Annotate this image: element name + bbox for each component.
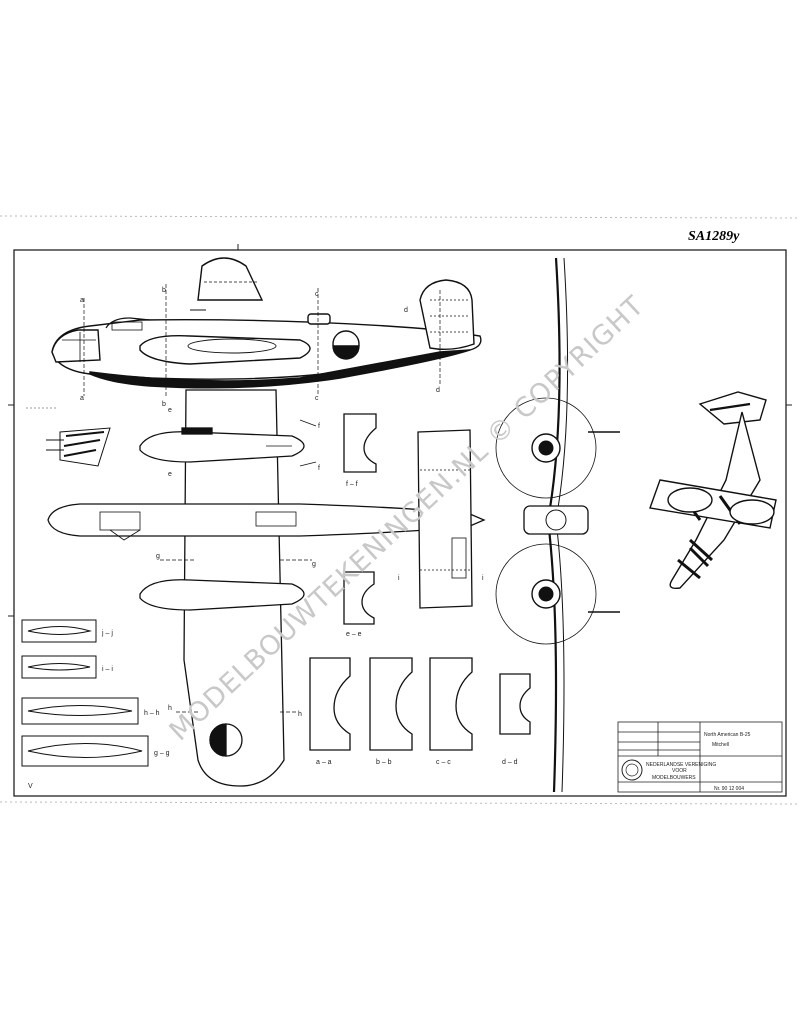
plan-view [47,389,486,787]
drawing-border [13,249,787,797]
trim-line-bottom [0,801,800,805]
front-view [495,257,620,793]
cut-mark-b: b [162,401,166,408]
cut-mark-a: a [80,297,84,304]
section-label-c: c – c [436,759,451,766]
section-label-e: e – e [346,631,362,638]
org-line-2: VOOR [672,768,687,774]
title-variant: Mitchell [712,742,729,748]
org-line-1: NEDERLANDSE VERENIGING [646,762,716,768]
section-label-f: f – f [346,481,358,488]
corner-note: SA1289y [688,229,740,244]
section-profiles [309,413,531,751]
section-label-g: g – g [154,750,170,757]
side-view [51,257,482,396]
cut-mark-f: f [318,423,320,430]
small-mark: V [28,783,33,790]
cut-mark-i: i [398,575,400,582]
perspective-sketch [649,391,777,590]
cut-mark-d: d [436,387,440,394]
section-label-j: j – j [101,630,113,637]
cut-mark-c: c [315,395,319,402]
cut-mark-b: b [162,287,166,294]
trim-line-top [0,215,800,219]
org-line-3: MODELBOUWERS [652,775,696,781]
section-label-b: b – b [376,759,392,766]
section-label-h: h – h [144,710,160,717]
cut-mark-e: e [168,407,172,414]
cut-mark-i: i [482,575,484,582]
cut-mark-a: a [80,395,84,402]
cut-mark-h: h [168,705,172,712]
section-label-a: a – a [316,759,332,766]
section-label-i: i – i [102,666,113,673]
cut-mark-g: g [312,561,316,568]
airfoil-sections [21,619,149,767]
title-block [617,721,783,793]
cut-mark-f: f [318,465,320,472]
section-label-d: d – d [502,759,518,766]
cut-mark-e: e [168,471,172,478]
title-aircraft: North American B-25 [704,732,751,738]
drawing-number: Nr. 90 12 004 [714,786,744,792]
gun-detail [46,427,111,467]
cut-mark-g: g [156,553,160,560]
cut-mark-c: c [315,291,319,298]
cut-mark-d: d [404,307,408,314]
cut-mark-h: h [298,711,302,718]
